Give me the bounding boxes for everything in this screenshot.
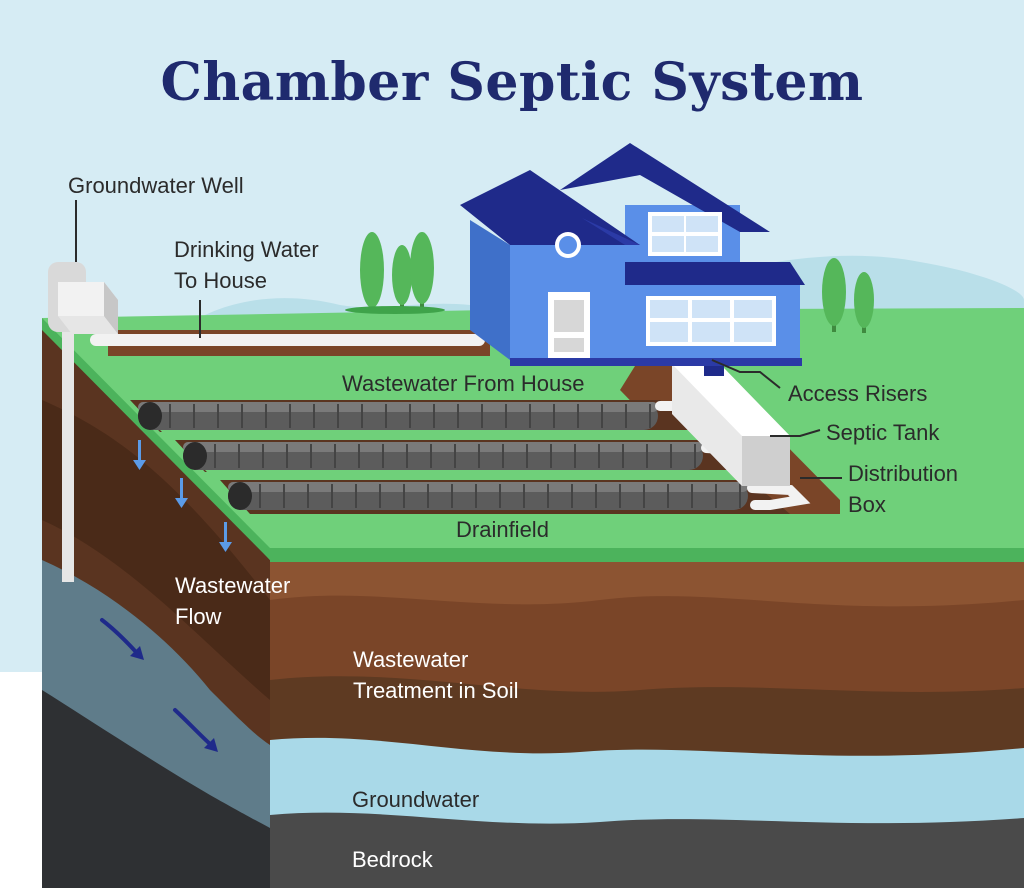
wastewater-flow-arrows: [133, 440, 232, 552]
soil-side-band: [42, 400, 270, 700]
label-groundwater: Groundwater: [352, 787, 480, 812]
label-septic-tank: Septic Tank: [826, 420, 940, 445]
trees-left: [345, 232, 445, 314]
grass-strip-1: [160, 430, 708, 440]
bedrock-side: [42, 690, 270, 888]
drinking-water-pipe: [90, 334, 485, 346]
label-bedrock: Bedrock: [352, 847, 433, 872]
label-leader-lines: [75, 200, 842, 479]
house: [460, 143, 805, 366]
ground-surface-edge: [42, 318, 270, 560]
grass-strip-2: [205, 470, 753, 480]
chamber-ribs: [169, 404, 741, 508]
groundwater-flow-arrowheads: [130, 646, 218, 752]
groundwater-well: [48, 262, 118, 582]
label-access-risers: Access Risers: [788, 381, 928, 406]
bedrock-front: [270, 812, 1024, 888]
label-groundwater-well: Groundwater Well: [68, 173, 244, 198]
page-title: Chamber Septic System: [160, 52, 864, 113]
groundwater-flow-arrows: [100, 618, 212, 746]
label-distribution-box: Distribution Box: [848, 461, 959, 517]
label-wastewater-flow: Wastewater Flow: [175, 573, 291, 629]
trees-right: [822, 258, 874, 333]
label-drainfield: Drainfield: [456, 517, 549, 542]
chamber-row-2: [183, 442, 703, 470]
groundwater-front: [270, 737, 1024, 840]
chamber-row-3: [228, 482, 748, 510]
chamber-row-1: [138, 402, 658, 430]
septic-tank: [672, 364, 790, 486]
ground-front-edge: [270, 548, 1024, 562]
label-wastewater-from-house: Wastewater From House: [342, 371, 585, 396]
groundwater-side: [42, 560, 270, 840]
label-drinking-water: Drinking Water To House: [174, 237, 319, 293]
label-treatment-in-soil: Wastewater Treatment in Soil: [353, 647, 519, 703]
